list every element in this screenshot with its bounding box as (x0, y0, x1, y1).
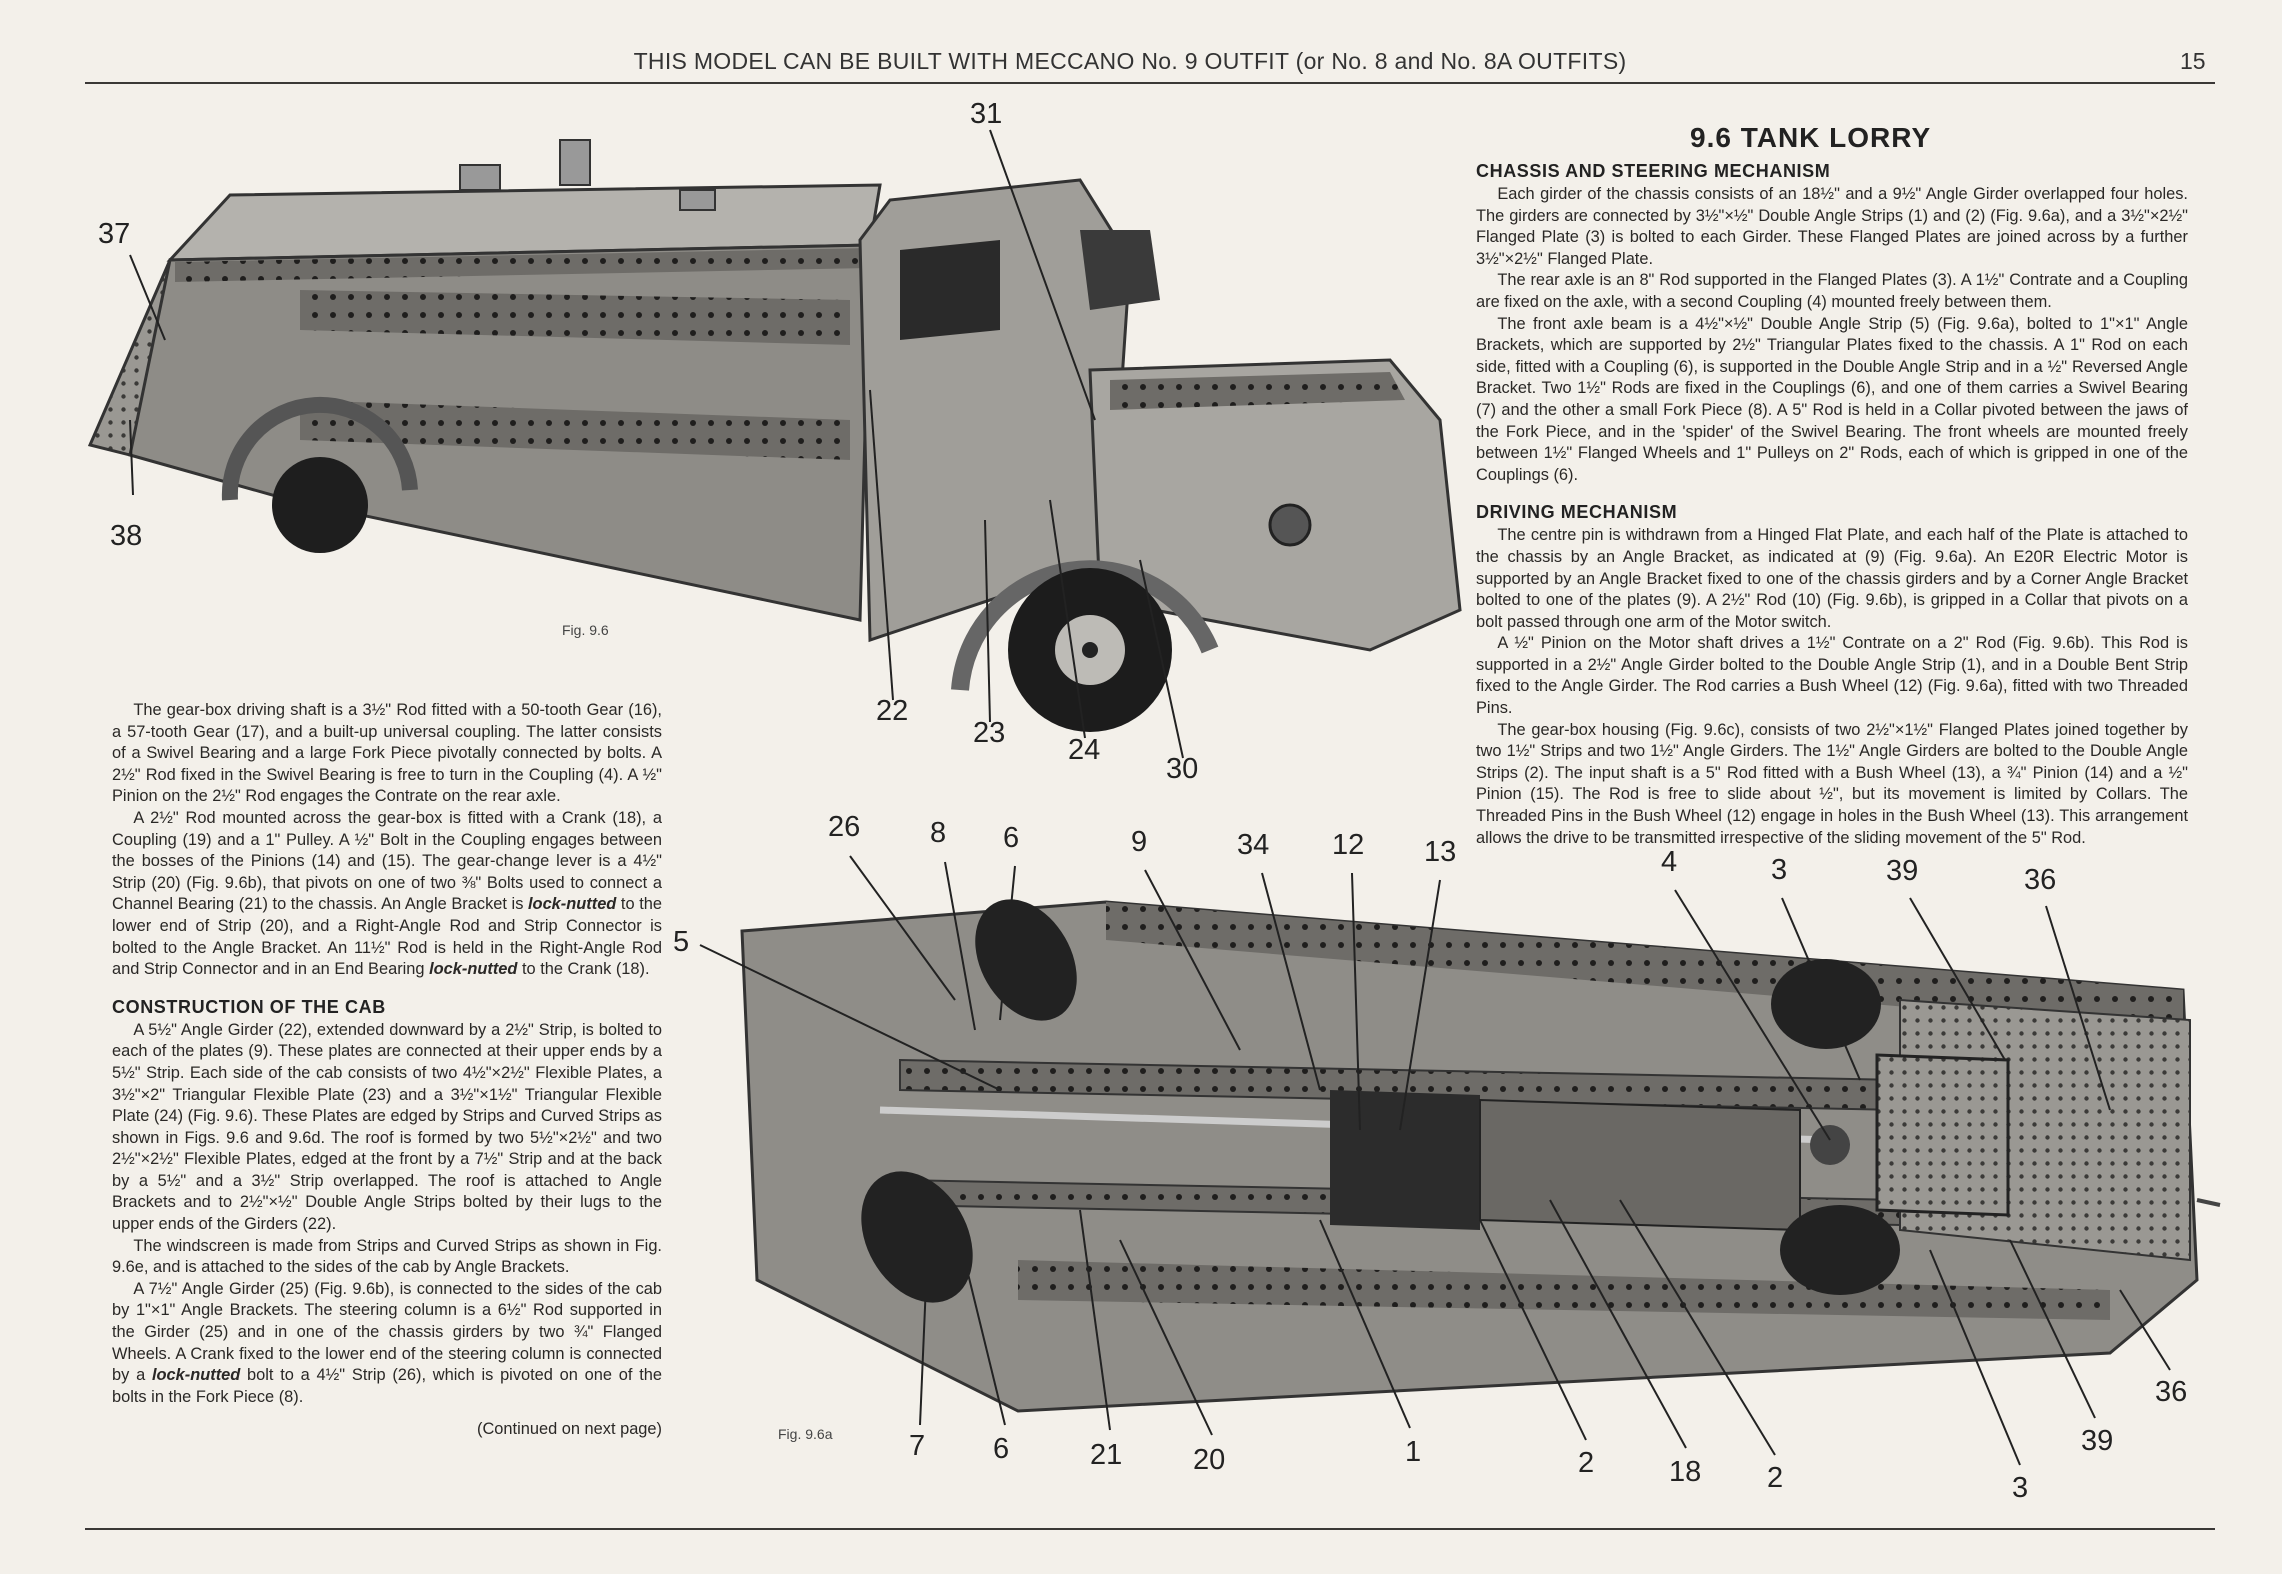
footer-rule (85, 1528, 2215, 1530)
callout-12: 12 (1332, 829, 1365, 861)
callout-3b: 3 (2012, 1472, 2029, 1504)
callout-22: 22 (876, 695, 909, 727)
callout-39b: 39 (2081, 1425, 2114, 1457)
emphasis: lock-nutted (528, 895, 617, 914)
paragraph: The rear axle is an 8" Rod supported in … (1476, 271, 2188, 311)
callout-13: 13 (1424, 836, 1457, 868)
callout-36: 36 (2024, 864, 2057, 896)
figure-caption-9-6: Fig. 9.6 (562, 622, 609, 638)
callout-6b: 6 (993, 1433, 1010, 1465)
continued-note: (Continued on next page) (477, 1420, 662, 1439)
callout-3: 3 (1771, 854, 1788, 886)
callout-1: 1 (1405, 1436, 1422, 1468)
text: A 2½" Rod mounted across the gear-box is… (112, 808, 662, 914)
paragraph: The gear-box housing (Fig. 9.6c), consis… (1476, 720, 2188, 847)
paragraph: The gear-box driving shaft is a 3½" Rod … (112, 701, 662, 806)
paragraph: A 5½" Angle Girder (22), extended downwa… (112, 1020, 662, 1234)
text: bolt to a 4½" Strip (26), which is pivot… (112, 1366, 662, 1406)
callout-24: 24 (1068, 734, 1101, 766)
page-number: 15 (2180, 48, 2206, 74)
paragraph: A ½" Pinion on the Motor shaft drives a … (1476, 634, 2188, 718)
tank-lorry-side-view (87, 129, 1462, 759)
paragraph: The windscreen is made from Strips and C… (112, 1236, 662, 1277)
callout-38: 38 (110, 520, 143, 552)
callout-31: 31 (970, 98, 1003, 130)
left-column: The gear-box driving shaft is a 3½" Rod … (112, 700, 662, 1439)
header-rule (85, 82, 2215, 84)
text: to the Crank (18). (517, 960, 650, 979)
page-header: THIS MODEL CAN BE BUILT WITH MECCANO No.… (633, 48, 1627, 74)
figure-caption-9-6a: Fig. 9.6a (778, 1426, 833, 1442)
callout-39: 39 (1886, 855, 1919, 887)
paragraph: Each girder of the chassis consists of a… (1476, 185, 2188, 268)
paragraph: A 2½" Rod mounted across the gear-box is… (112, 808, 662, 981)
callout-2b: 2 (1767, 1462, 1784, 1494)
section-title: 9.6 TANK LORRY (1690, 122, 1932, 153)
callout-4: 4 (1661, 846, 1678, 878)
heading-chassis-steering: CHASSIS AND STEERING MECHANISM (1476, 161, 1831, 181)
heading-driving-mechanism: DRIVING MECHANISM (1476, 502, 1678, 523)
callout-37: 37 (98, 218, 131, 250)
callout-23: 23 (973, 717, 1006, 749)
callout-8: 8 (930, 817, 947, 849)
heading-construction-cab: CONSTRUCTION OF THE CAB (112, 996, 386, 1017)
callout-2: 2 (1578, 1447, 1595, 1479)
callout-36b: 36 (2155, 1376, 2188, 1408)
callout-9: 9 (1131, 826, 1148, 858)
emphasis: lock-nutted (429, 960, 518, 979)
callout-20: 20 (1193, 1444, 1226, 1476)
tank-lorry-underside-view (699, 855, 2221, 1466)
emphasis: lock-nutted (151, 1366, 241, 1385)
callout-7: 7 (909, 1430, 926, 1462)
paragraph: A 7½" Angle Girder (25) (Fig. 9.6b), is … (112, 1279, 662, 1409)
paragraph: The front axle beam is a 4½"×½" Double A… (1476, 314, 2188, 484)
callout-34: 34 (1237, 829, 1270, 861)
paragraph: The centre pin is withdrawn from a Hinge… (1476, 526, 2188, 631)
callout-6: 6 (1003, 822, 1020, 854)
callout-26: 26 (828, 811, 861, 843)
callout-30: 30 (1166, 753, 1199, 785)
callout-21: 21 (1090, 1439, 1123, 1471)
text: to the lower end of Strip (20), and a Ri… (112, 895, 662, 979)
callout-18: 18 (1669, 1456, 1702, 1488)
callout-5: 5 (673, 926, 690, 958)
right-column: CHASSIS AND STEERING MECHANISM Each gird… (1476, 161, 2188, 849)
text: A 7½" Angle Girder (25) (Fig. 9.6b), is … (112, 1279, 662, 1385)
